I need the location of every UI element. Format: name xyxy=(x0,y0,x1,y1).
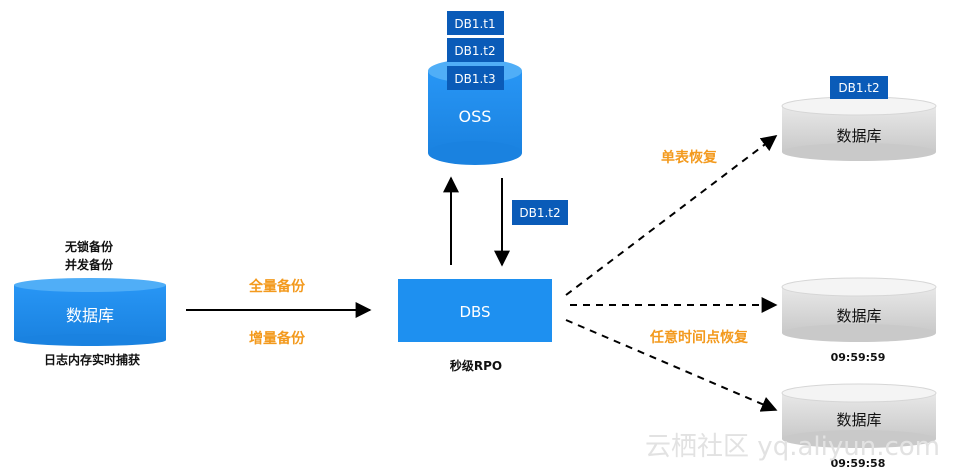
oss-storage: OSS DB1.t1 DB1.t2 DB1.t3 xyxy=(428,11,522,165)
single-table-restore-arrow xyxy=(565,135,778,296)
target-database: 数据库 09:59:59 xyxy=(781,277,937,364)
target-db-cylinder-icon xyxy=(781,383,937,448)
to-dbs-table-tag-label: DB1.t2 xyxy=(519,206,560,220)
target-db-label: 数据库 xyxy=(836,307,881,325)
dbs-label: DBS xyxy=(459,303,490,321)
dbs-service: DBS 秒级RPO xyxy=(398,279,552,373)
restore-arrows: 单表恢复 任意时间点恢复 xyxy=(565,135,778,412)
pitr-label: 任意时间点恢复 xyxy=(649,329,749,346)
oss-table-tag-label: DB1.t3 xyxy=(454,72,495,86)
rpo-caption: 秒级RPO xyxy=(450,358,502,373)
lockless-backup-caption: 无锁备份 xyxy=(64,239,114,254)
target-db-label: 数据库 xyxy=(836,127,881,145)
target-db-cylinder-icon xyxy=(781,277,937,342)
concurrent-backup-caption: 并发备份 xyxy=(65,257,114,272)
full-backup-label: 全量备份 xyxy=(248,278,306,295)
restored-table-tag xyxy=(830,76,888,99)
oss-table-tag-label: DB1.t2 xyxy=(454,44,495,58)
target-database: 数据库 09:59:58 xyxy=(781,383,937,470)
source-db-cylinder-icon xyxy=(14,278,166,346)
oss-table-tag xyxy=(447,66,504,90)
restore-time-label: 09:59:59 xyxy=(831,351,886,364)
backup-flow-arrow: 全量备份 增量备份 xyxy=(186,278,372,347)
dbs-box xyxy=(398,279,552,342)
oss-transfer-arrows: DB1.t2 xyxy=(443,176,568,267)
oss-table-tag xyxy=(447,38,504,62)
restore-time-label: 09:59:58 xyxy=(831,457,886,470)
restored-table-tag-label: DB1.t2 xyxy=(838,81,879,95)
watermark: 云栖社区 yq.aliyun.com xyxy=(645,432,940,462)
source-db-label: 数据库 xyxy=(66,306,114,325)
to-dbs-table-tag xyxy=(512,200,568,225)
oss-label: OSS xyxy=(459,107,492,126)
target-db-label: 数据库 xyxy=(836,411,881,429)
single-table-restore-label: 单表恢复 xyxy=(661,149,718,166)
log-capture-caption: 日志内存实时捕获 xyxy=(44,352,140,367)
source-database: 无锁备份 并发备份 数据库 日志内存实时捕获 xyxy=(14,239,166,367)
oss-table-tag-label: DB1.t1 xyxy=(454,17,495,31)
oss-table-tag xyxy=(447,11,504,35)
target-database: DB1.t2 数据库 xyxy=(781,76,937,161)
incremental-backup-label: 增量备份 xyxy=(249,330,306,347)
